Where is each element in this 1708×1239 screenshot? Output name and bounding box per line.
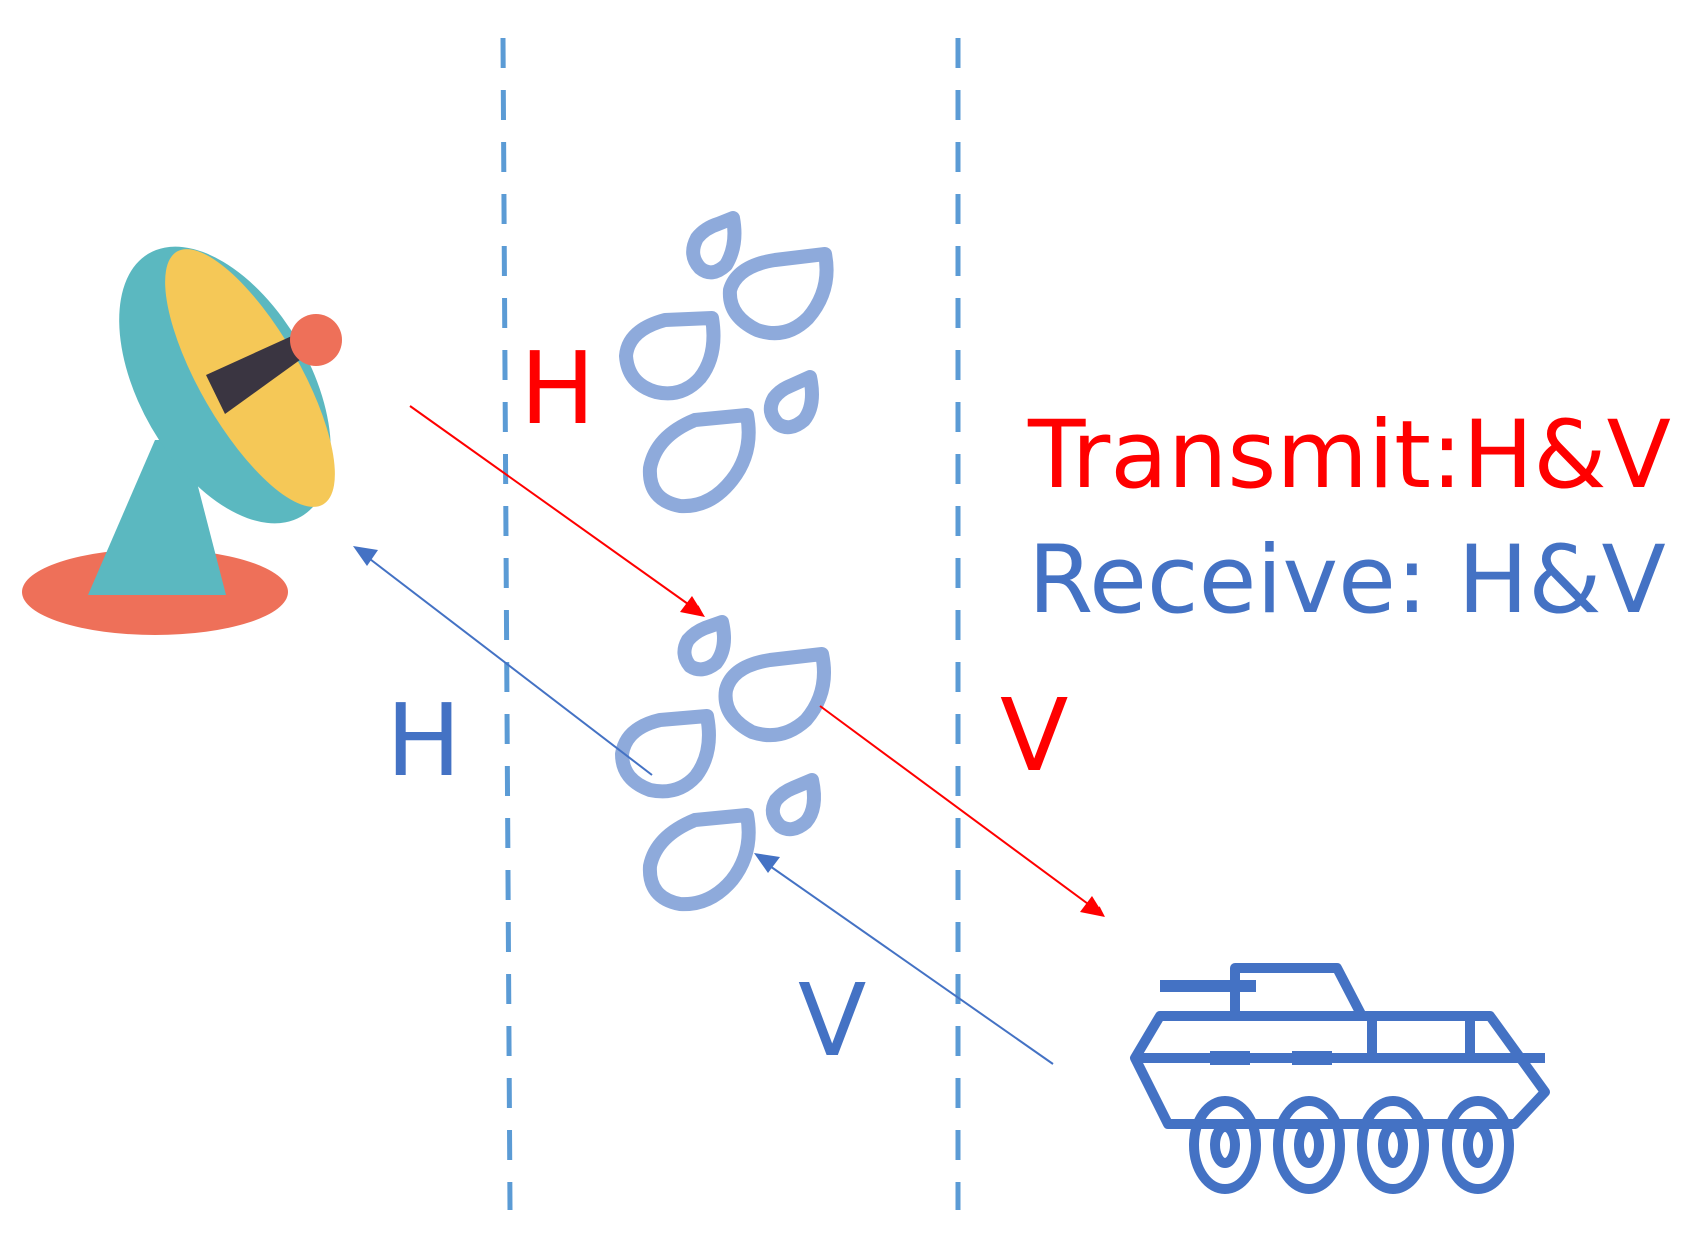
raindrops-icon	[619, 211, 834, 514]
return-h-label: H	[386, 682, 461, 799]
receive-v-arrowhead	[754, 853, 780, 873]
armored-vehicle-icon	[1130, 963, 1550, 1194]
transmit-h-arrowhead	[680, 596, 705, 617]
rain-region-left-boundary	[500, 37, 513, 1211]
forward-v-label: V	[1000, 677, 1068, 794]
receive-h-arrowhead	[353, 546, 378, 566]
transmit-legend: Transmit:H&V	[1027, 401, 1671, 510]
raindrops-icon	[615, 615, 831, 912]
forward-h-label: H	[520, 330, 595, 447]
receive-legend: Receive: H&V	[1028, 526, 1666, 635]
transmit-h-beam	[409, 405, 704, 616]
transmit-v-beam	[819, 705, 1105, 917]
return-v-label: V	[798, 962, 866, 1079]
receive-h-beam	[365, 555, 653, 776]
transmit-v-arrowhead	[1080, 896, 1105, 917]
receive-v-beam	[766, 863, 1054, 1065]
radar-dish-icon	[22, 246, 342, 635]
